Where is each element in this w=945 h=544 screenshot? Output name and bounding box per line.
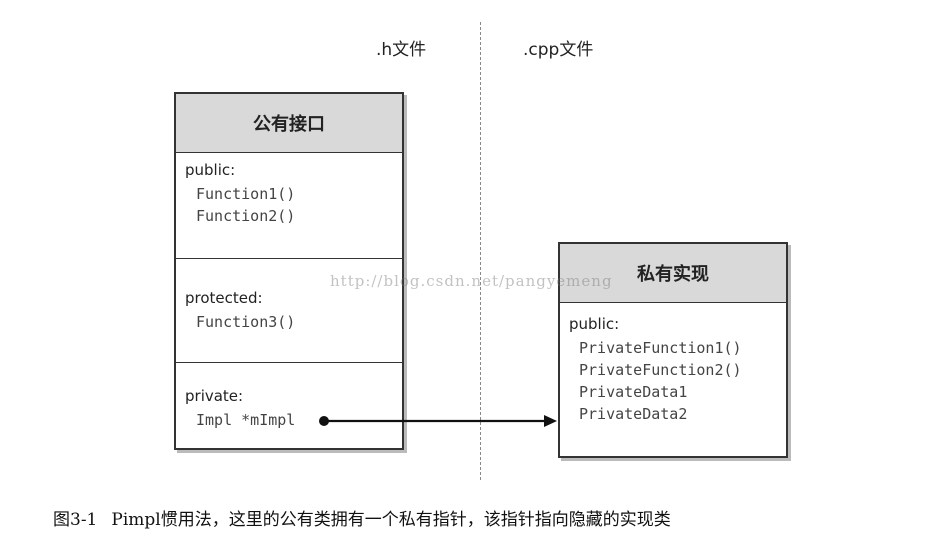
protected-section: protected: Function3(): [176, 259, 402, 363]
public-keyword: public:: [185, 161, 236, 179]
public-interface-title: 公有接口: [176, 94, 402, 153]
private-data2: PrivateData2: [579, 405, 688, 423]
impl-public-section: public: PrivateFunction1() PrivateFuncti…: [560, 303, 786, 453]
private-section: private: Impl *mImpl: [176, 363, 402, 447]
h-file-label: .h文件: [376, 40, 427, 60]
figure-number: 图3-1: [53, 510, 98, 530]
private-function2: PrivateFunction2(): [579, 361, 742, 379]
impl-public-keyword: public:: [569, 315, 620, 333]
function3: Function3(): [196, 313, 296, 331]
file-divider: [480, 22, 481, 480]
function2: Function2(): [196, 207, 296, 225]
impl-pointer: Impl *mImpl: [196, 411, 296, 429]
public-interface-box: 公有接口 public: Function1() Function2() pro…: [174, 92, 404, 450]
function1: Function1(): [196, 185, 296, 203]
figure-caption: 图3-1 Pimpl惯用法，这里的公有类拥有一个私有指针，该指针指向隐藏的实现类: [53, 505, 671, 530]
private-function1: PrivateFunction1(): [579, 339, 742, 357]
private-data1: PrivateData1: [579, 383, 688, 401]
watermark: http://blog.csdn.net/pangyemeng: [330, 272, 613, 290]
protected-keyword: protected:: [185, 289, 263, 307]
figure-caption-text: Pimpl惯用法，这里的公有类拥有一个私有指针，该指针指向隐藏的实现类: [111, 510, 671, 530]
arrow-head: [544, 415, 557, 427]
private-impl-box: 私有实现 public: PrivateFunction1() PrivateF…: [558, 242, 788, 458]
private-keyword: private:: [185, 387, 244, 405]
public-section: public: Function1() Function2(): [176, 153, 402, 259]
private-impl-title: 私有实现: [560, 244, 786, 303]
cpp-file-label: .cpp文件: [523, 40, 594, 60]
